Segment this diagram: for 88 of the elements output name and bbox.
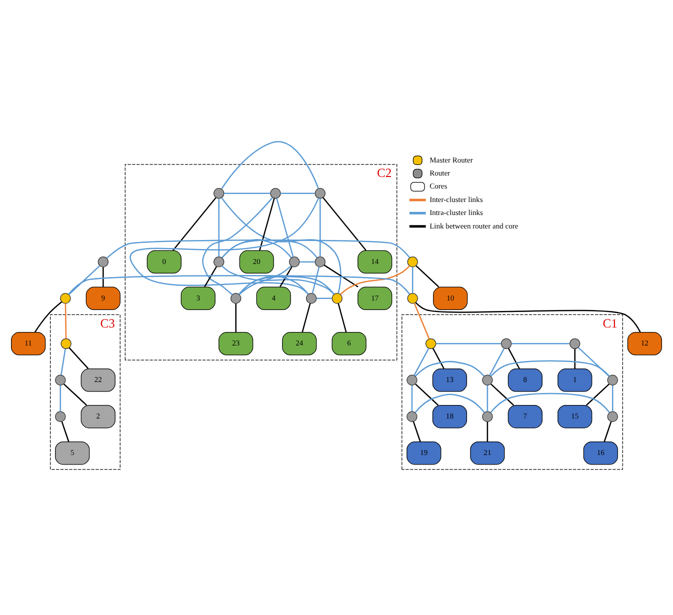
connector bbox=[340, 265, 410, 294]
connector bbox=[490, 383, 514, 406]
connector bbox=[204, 266, 218, 287]
connector bbox=[238, 275, 309, 294]
node-circle bbox=[60, 292, 71, 304]
node-circle bbox=[482, 410, 493, 422]
node-circle bbox=[500, 338, 512, 348]
connector bbox=[276, 198, 294, 257]
connector bbox=[221, 196, 342, 294]
connector bbox=[316, 297, 332, 298]
node-circle bbox=[607, 374, 618, 385]
connector bbox=[489, 348, 505, 376]
connector bbox=[299, 260, 315, 262]
node-circle bbox=[407, 292, 418, 304]
connector bbox=[486, 421, 488, 442]
connector bbox=[302, 302, 311, 332]
connector bbox=[172, 196, 216, 250]
node-circle bbox=[314, 188, 326, 198]
node-circle bbox=[314, 256, 326, 267]
connector bbox=[68, 346, 89, 368]
connector bbox=[574, 348, 576, 368]
connector bbox=[202, 196, 273, 295]
connector bbox=[222, 239, 318, 258]
connector bbox=[130, 197, 320, 294]
connector bbox=[411, 384, 413, 411]
connector bbox=[224, 192, 270, 194]
node-circle bbox=[332, 292, 342, 304]
node-circle bbox=[230, 292, 242, 304]
connector bbox=[106, 238, 410, 258]
node-circle bbox=[55, 374, 66, 385]
connector bbox=[324, 264, 358, 287]
node-circle bbox=[98, 256, 108, 267]
connector bbox=[415, 383, 439, 406]
connector bbox=[436, 342, 502, 344]
connector bbox=[490, 360, 610, 376]
connector bbox=[412, 266, 414, 293]
connector bbox=[68, 274, 410, 294]
node-circle bbox=[406, 374, 418, 385]
node-circle bbox=[214, 188, 224, 198]
node-circle bbox=[60, 338, 72, 348]
connector bbox=[508, 348, 520, 368]
connector bbox=[416, 264, 440, 287]
connector bbox=[322, 196, 366, 250]
connector bbox=[412, 420, 421, 442]
connector bbox=[414, 360, 485, 376]
connector bbox=[511, 342, 570, 344]
connector bbox=[238, 276, 335, 294]
connector bbox=[279, 266, 293, 287]
node-circle bbox=[55, 410, 66, 422]
node-circle bbox=[407, 256, 418, 267]
connector bbox=[586, 383, 610, 406]
connector bbox=[60, 384, 62, 411]
node-circle bbox=[306, 292, 317, 304]
node-circle bbox=[214, 256, 224, 267]
connector bbox=[102, 266, 104, 286]
connector bbox=[60, 348, 66, 375]
connector bbox=[432, 348, 444, 368]
node-circle bbox=[406, 410, 418, 422]
connector bbox=[312, 266, 320, 294]
connector bbox=[414, 348, 430, 376]
node-circle bbox=[426, 338, 436, 348]
node-circle bbox=[270, 188, 281, 198]
connector bbox=[578, 346, 610, 376]
connector bbox=[604, 420, 612, 442]
connector bbox=[280, 192, 315, 194]
connector bbox=[218, 198, 220, 256]
connector bbox=[414, 393, 485, 412]
connector bbox=[238, 264, 292, 294]
node-circle bbox=[482, 374, 493, 385]
connector bbox=[486, 384, 488, 411]
connector bbox=[34, 300, 62, 332]
connector bbox=[222, 264, 334, 294]
connector bbox=[612, 384, 614, 411]
connector bbox=[221, 140, 319, 189]
connector bbox=[415, 302, 641, 332]
node-circle bbox=[570, 338, 580, 348]
connector bbox=[414, 302, 430, 339]
node-circle bbox=[607, 410, 618, 422]
connector bbox=[320, 198, 321, 256]
node-circle bbox=[289, 256, 300, 267]
connector bbox=[235, 303, 236, 332]
connector bbox=[63, 383, 87, 406]
connector bbox=[68, 264, 100, 295]
connector bbox=[490, 392, 610, 412]
connector bbox=[259, 198, 275, 250]
connector bbox=[61, 420, 70, 442]
connector bbox=[338, 302, 347, 332]
connector bbox=[64, 303, 67, 338]
